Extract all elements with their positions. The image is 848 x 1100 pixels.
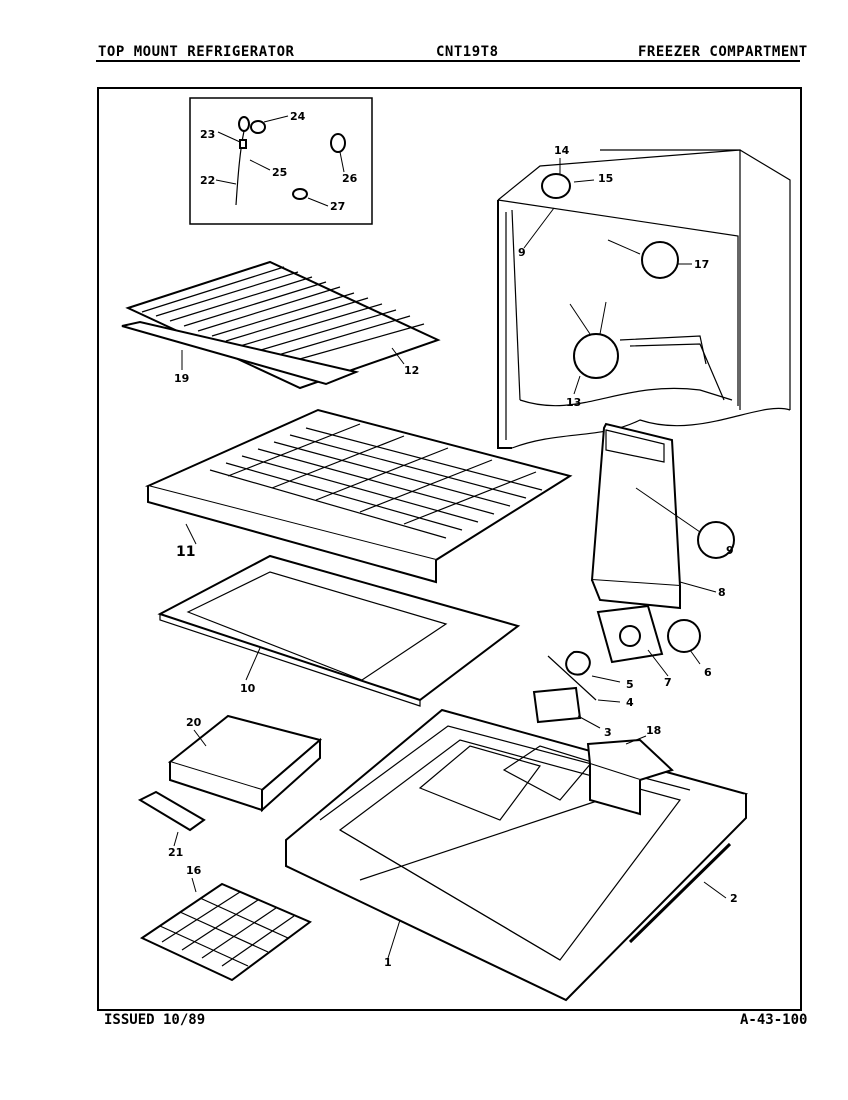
callout-label: 7 bbox=[664, 676, 672, 689]
callout-label: 16 bbox=[186, 864, 202, 877]
wire-shelf bbox=[121, 260, 441, 390]
callout-label: 6 bbox=[704, 666, 712, 679]
freezer-liner bbox=[497, 149, 791, 449]
callout-label: 10 bbox=[240, 682, 256, 695]
callout-label: 1 bbox=[384, 956, 392, 969]
callout-label: 3 bbox=[604, 726, 612, 739]
callout-label: 22 bbox=[200, 174, 215, 187]
ice-cube-tray bbox=[139, 877, 312, 982]
callout-label: 9 bbox=[726, 544, 734, 557]
bulb-part bbox=[250, 120, 266, 134]
callout-label: 17 bbox=[694, 258, 709, 271]
fan-assembly bbox=[532, 604, 701, 729]
knob-part bbox=[330, 133, 346, 153]
callout-label: 13 bbox=[566, 396, 581, 409]
callout-labels: 1 2 3 4 5 6 7 8 9 10 11 12 13 14 15 16 1… bbox=[168, 110, 738, 969]
callout-label: 18 bbox=[646, 724, 661, 737]
footer-issue-date: ISSUED 10/89 bbox=[104, 1012, 206, 1028]
fan-motor bbox=[532, 686, 582, 724]
shelf-cover-panel bbox=[157, 554, 521, 707]
header-model-number: CNT19T8 bbox=[436, 44, 499, 60]
clip-part bbox=[239, 139, 247, 149]
header-title: TOP MOUNT REFRIGERATOR bbox=[98, 44, 295, 60]
pan-bracket bbox=[137, 790, 206, 847]
header-rule bbox=[96, 60, 800, 62]
wire-part bbox=[235, 130, 245, 206]
header-section-name: FREEZER COMPARTMENT bbox=[638, 44, 808, 60]
callout-label: 25 bbox=[272, 166, 287, 179]
callout-label: 4 bbox=[626, 696, 634, 709]
callout-label: 9 bbox=[518, 246, 526, 259]
callout-label: 11 bbox=[176, 544, 195, 560]
callout-label: 24 bbox=[290, 110, 306, 123]
diagram-frame bbox=[97, 87, 802, 1011]
evaporator-cover bbox=[590, 422, 735, 610]
washer-part bbox=[292, 188, 308, 200]
callout-label: 21 bbox=[168, 846, 183, 859]
inset-frame bbox=[189, 97, 373, 225]
callout-label: 26 bbox=[342, 172, 358, 185]
fan-blade bbox=[565, 650, 591, 676]
footer-drawing-code: A-43-100 bbox=[740, 1012, 808, 1028]
inset-light-parts bbox=[189, 97, 373, 225]
callout-label: 15 bbox=[598, 172, 613, 185]
freezer-shelf bbox=[144, 408, 573, 584]
callout-label: 2 bbox=[730, 892, 738, 905]
callout-label: 27 bbox=[330, 200, 345, 213]
callout-label: 5 bbox=[626, 678, 634, 691]
callout-label: 12 bbox=[404, 364, 419, 377]
grommet-part bbox=[667, 619, 701, 653]
ice-pan bbox=[167, 714, 323, 813]
callout-label: 23 bbox=[200, 128, 215, 141]
callout-label: 14 bbox=[554, 144, 570, 157]
freezer-floor-base bbox=[285, 708, 748, 1002]
callout-label: 20 bbox=[186, 716, 202, 729]
callout-label: 19 bbox=[174, 372, 189, 385]
callout-label: 8 bbox=[718, 586, 726, 599]
socket-part bbox=[238, 116, 250, 132]
shelf-rail bbox=[121, 320, 360, 386]
air-duct bbox=[586, 738, 674, 782]
